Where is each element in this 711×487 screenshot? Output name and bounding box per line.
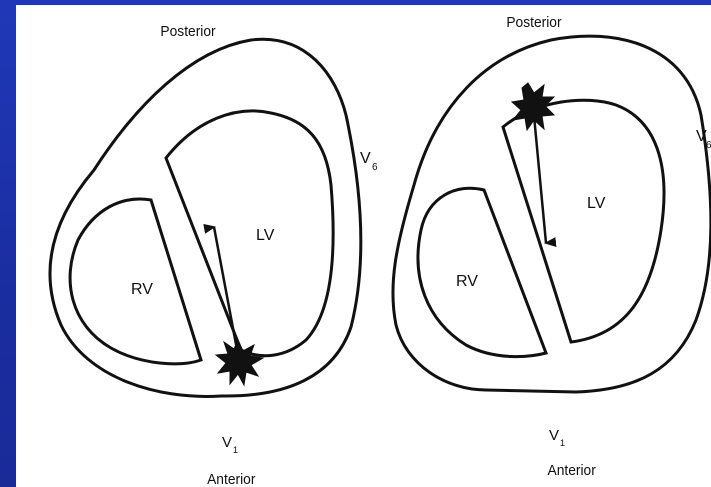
left-lv-cavity bbox=[166, 111, 333, 356]
diagram-panel: Posterior RV LV V 6 V 1 Anterior Posteri… bbox=[16, 5, 711, 487]
right-lv-label: LV bbox=[587, 195, 606, 212]
left-v6-subscript: 6 bbox=[372, 162, 378, 173]
right-heart-diagram: Posterior RV LV V 6 V 1 Anterior bbox=[393, 15, 711, 480]
right-anterior-label: Anterior bbox=[548, 463, 596, 480]
left-lv-label: LV bbox=[256, 227, 275, 244]
left-v1-label: V bbox=[222, 434, 232, 451]
right-posterior-label: Posterior bbox=[506, 15, 561, 32]
left-infarct-star bbox=[216, 340, 263, 385]
right-v1-label: V bbox=[549, 427, 559, 444]
left-posterior-label: Posterior bbox=[160, 24, 215, 41]
right-v1-subscript: 1 bbox=[560, 438, 565, 448]
left-rv-label: RV bbox=[131, 281, 153, 298]
right-v6-subscript: 6 bbox=[706, 140, 711, 151]
left-v6-label: V bbox=[360, 150, 371, 167]
heart-cross-section-diagrams: Posterior RV LV V 6 V 1 Anterior Posteri… bbox=[16, 5, 711, 487]
right-rv-cavity bbox=[418, 188, 546, 356]
left-anterior-label: Anterior bbox=[207, 472, 255, 487]
left-heart-diagram: Posterior RV LV V 6 V 1 Anterior bbox=[50, 24, 378, 487]
right-vector-arrow bbox=[533, 105, 546, 243]
right-rv-label: RV bbox=[456, 273, 478, 290]
left-v1-subscript: 1 bbox=[233, 445, 238, 455]
